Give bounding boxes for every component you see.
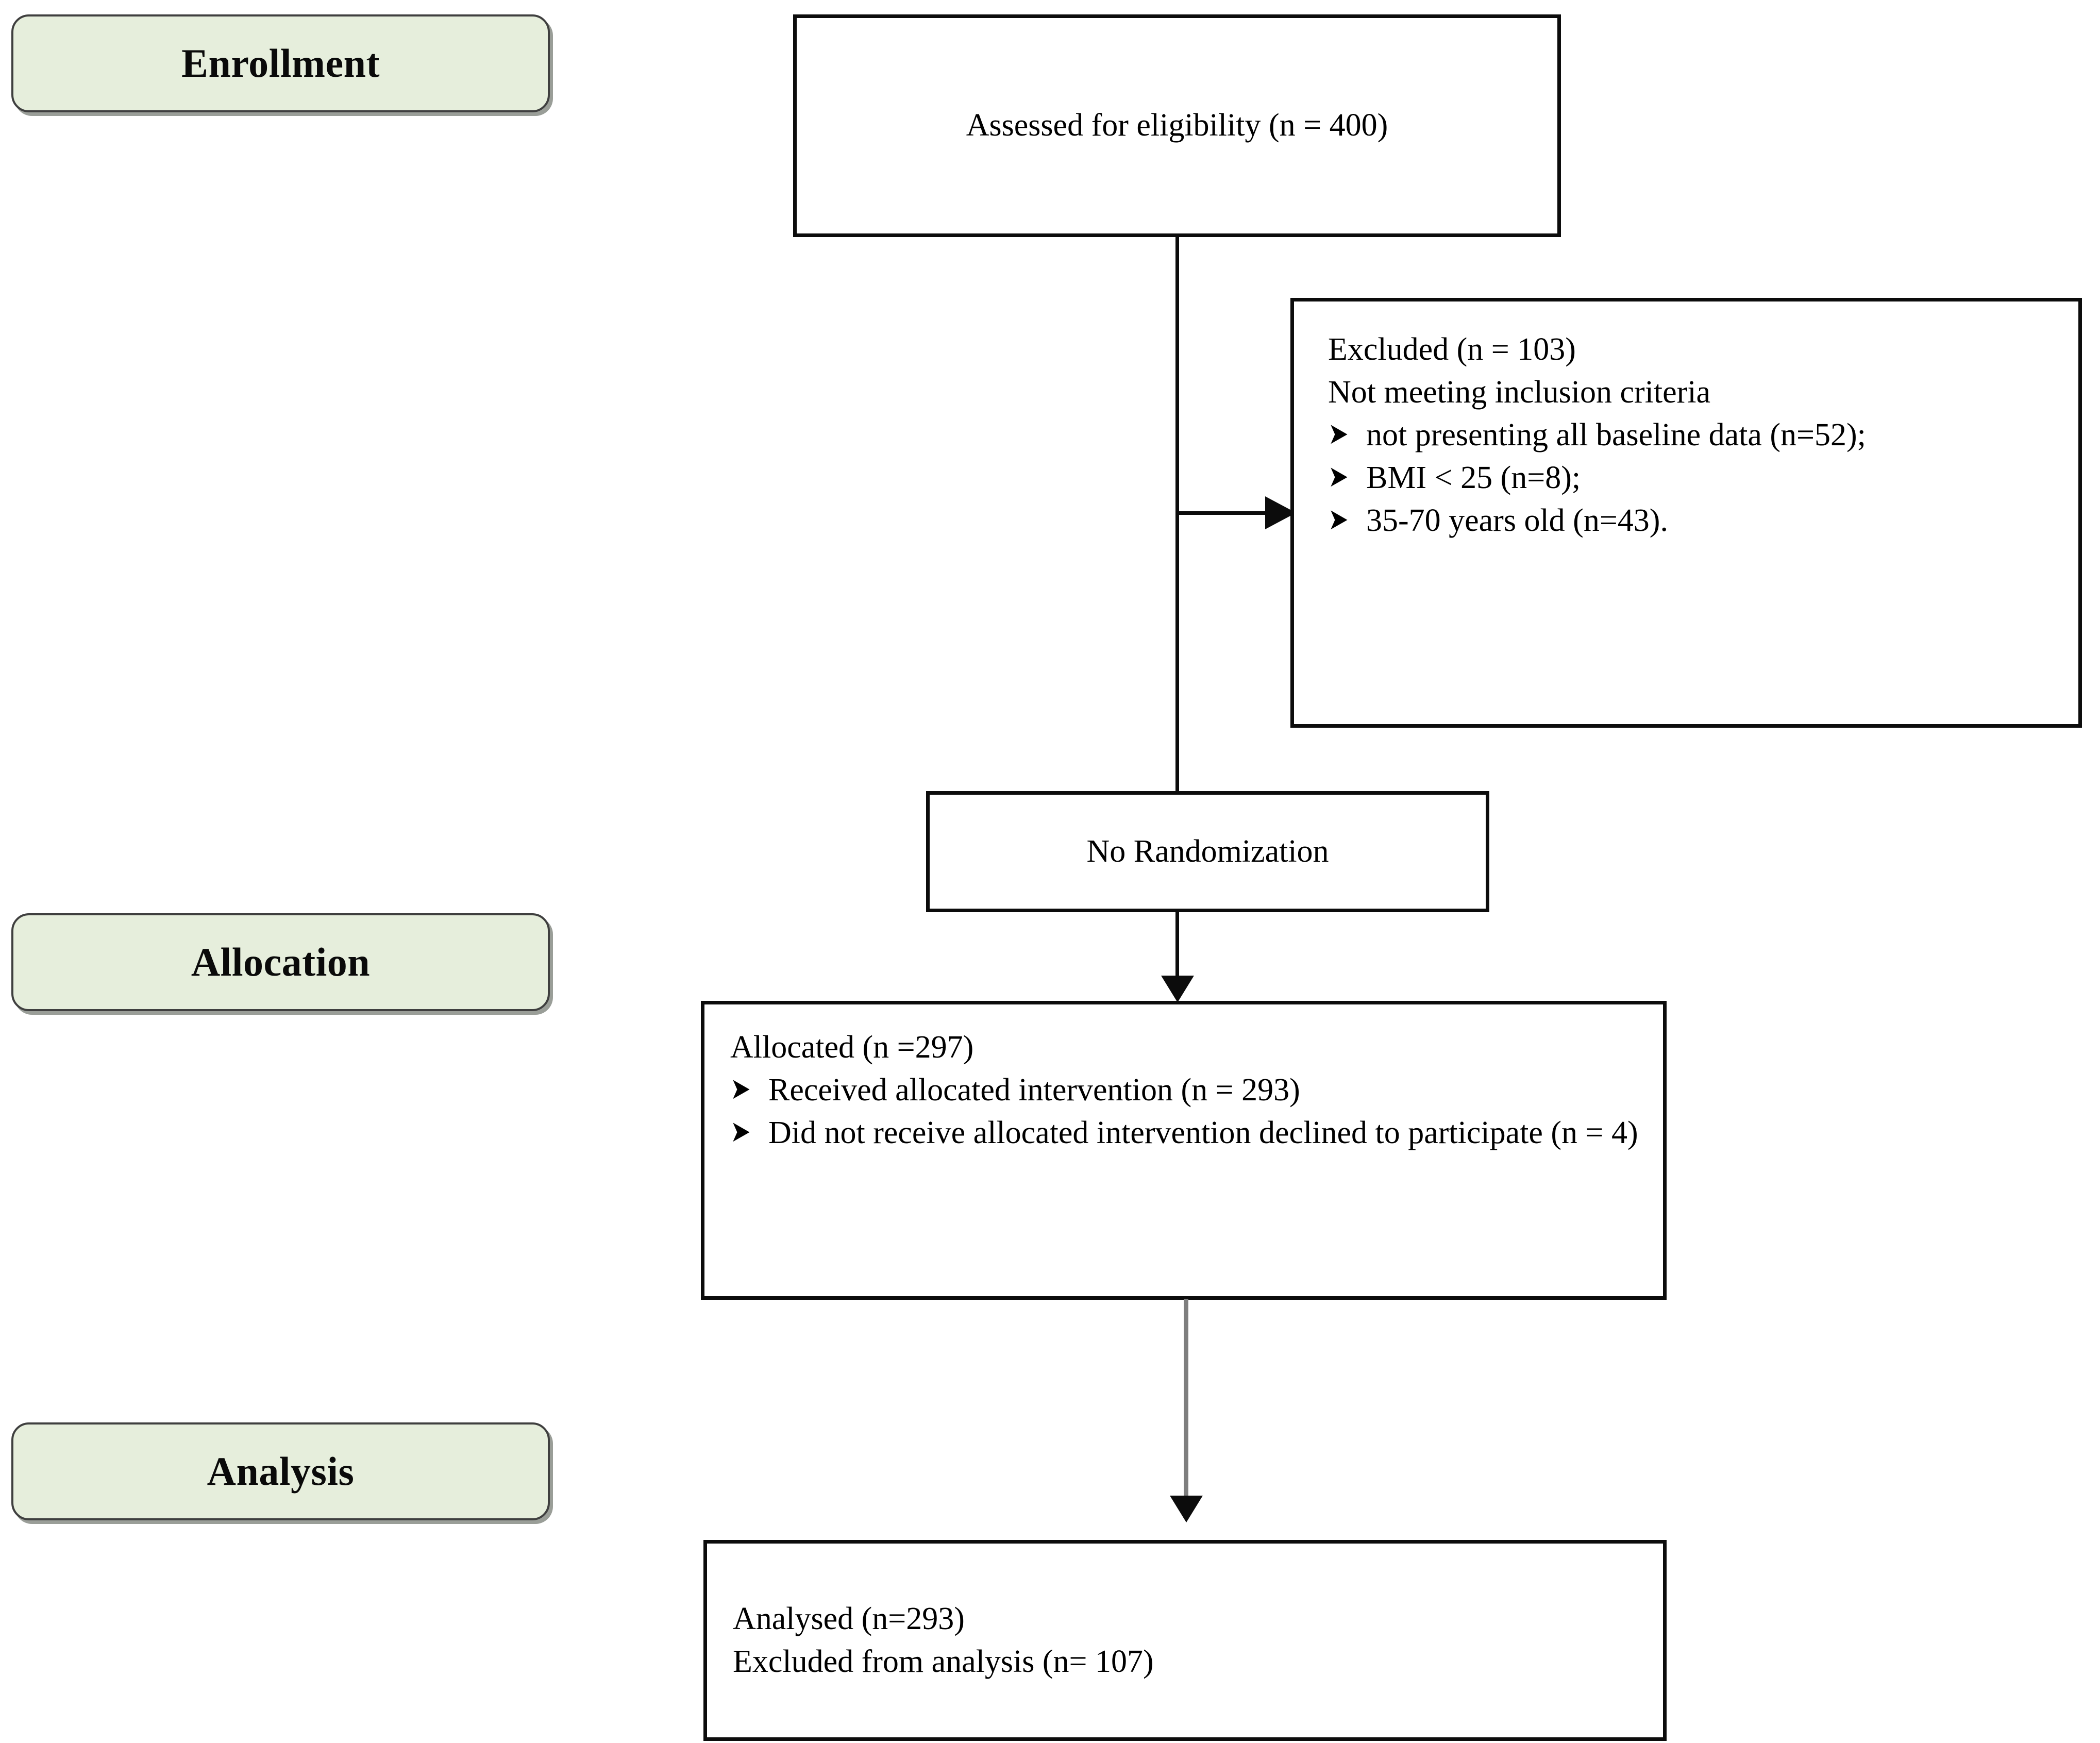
excluded-bullet-item: ➤ BMI < 25 (n=8); — [1328, 457, 2055, 499]
allocated-bullet-text: Received allocated intervention (n = 293… — [768, 1072, 1300, 1108]
arrowhead-to-allocated — [1161, 976, 1194, 1002]
excluded-bullet-item: ➤ 35-70 years old (n=43). — [1328, 499, 2055, 542]
connector-branch-to-excluded — [1175, 511, 1273, 515]
box-assessed-for-eligibility: Assessed for eligibility (n = 400) — [793, 14, 1561, 237]
allocated-line-1: Allocated (n =297) — [730, 1030, 974, 1065]
no-randomization-text: No Randomization — [1086, 833, 1329, 869]
excluded-line-2: Not meeting inclusion criteria — [1328, 375, 1711, 410]
connector-randomization-to-allocated — [1175, 911, 1179, 990]
bullet-arrow-icon: ➤ — [1328, 502, 1349, 537]
stage-label-analysis-text: Analysis — [207, 1449, 355, 1494]
excluded-bullet-text: BMI < 25 (n=8); — [1366, 460, 1581, 496]
analysed-line-2: Excluded from analysis (n= 107) — [733, 1644, 1154, 1679]
assessed-text: Assessed for eligibility (n = 400) — [966, 108, 1388, 143]
bullet-arrow-icon: ➤ — [730, 1072, 751, 1106]
stage-label-allocation: Allocation — [11, 913, 550, 1011]
stage-label-enrollment: Enrollment — [11, 14, 550, 112]
analysed-line-1: Analysed (n=293) — [733, 1601, 965, 1636]
excluded-bullet-list: ➤ not presenting all baseline data (n=52… — [1328, 414, 2055, 542]
connector-allocated-to-analysed — [1184, 1299, 1188, 1500]
allocated-bullet-item: ➤ Did not receive allocated intervention… — [730, 1112, 1639, 1154]
box-allocated: Allocated (n =297) ➤ Received allocated … — [701, 1001, 1667, 1300]
box-no-randomization: No Randomization — [926, 791, 1489, 912]
connector-assessed-to-randomization — [1175, 237, 1179, 793]
box-analysed: Analysed (n=293) Excluded from analysis … — [703, 1540, 1667, 1741]
excluded-bullet-text: 35-70 years old (n=43). — [1366, 503, 1668, 539]
stage-label-analysis: Analysis — [11, 1422, 550, 1520]
allocated-bullet-list: ➤ Received allocated intervention (n = 2… — [730, 1069, 1639, 1154]
bullet-arrow-icon: ➤ — [1328, 417, 1349, 451]
arrowhead-to-analysed — [1170, 1496, 1203, 1522]
stage-label-allocation-text: Allocation — [191, 940, 371, 984]
bullet-arrow-icon: ➤ — [1328, 460, 1349, 494]
allocated-bullet-item: ➤ Received allocated intervention (n = 2… — [730, 1069, 1639, 1112]
excluded-line-1: Excluded (n = 103) — [1328, 332, 1576, 367]
excluded-bullet-text: not presenting all baseline data (n=52); — [1366, 417, 1866, 453]
allocated-bullet-text: Did not receive allocated intervention d… — [768, 1115, 1638, 1151]
bullet-arrow-icon: ➤ — [730, 1115, 751, 1149]
excluded-bullet-item: ➤ not presenting all baseline data (n=52… — [1328, 414, 2055, 457]
stage-label-enrollment-text: Enrollment — [181, 41, 380, 86]
box-excluded: Excluded (n = 103) Not meeting inclusion… — [1290, 298, 2082, 728]
